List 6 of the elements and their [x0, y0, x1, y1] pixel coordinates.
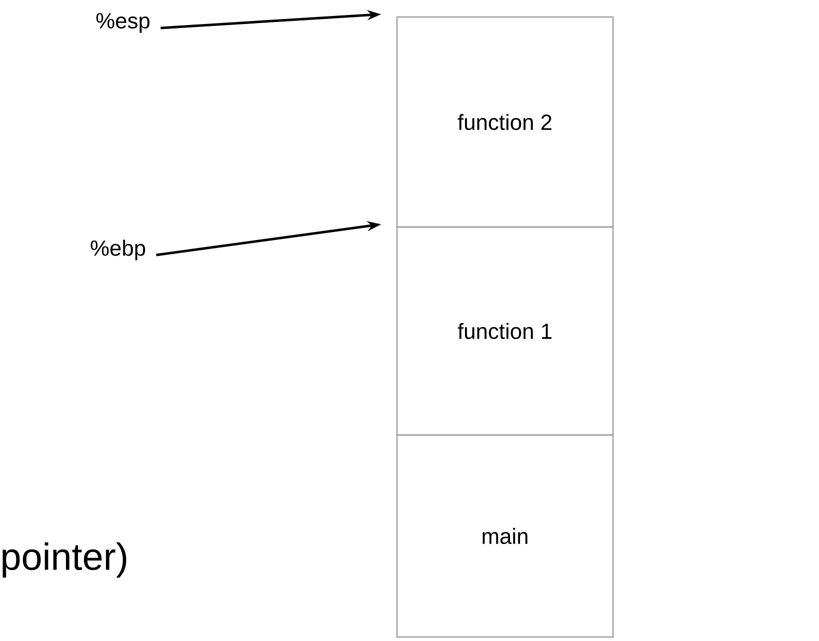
stack-frame: function 1	[396, 226, 614, 436]
partial-text: pointer)	[2, 542, 126, 578]
register-label: %ebp	[90, 240, 146, 260]
stack-frame: main	[396, 434, 614, 638]
register-label: %esp	[96, 13, 150, 33]
stack-frame: function 2	[396, 16, 614, 228]
